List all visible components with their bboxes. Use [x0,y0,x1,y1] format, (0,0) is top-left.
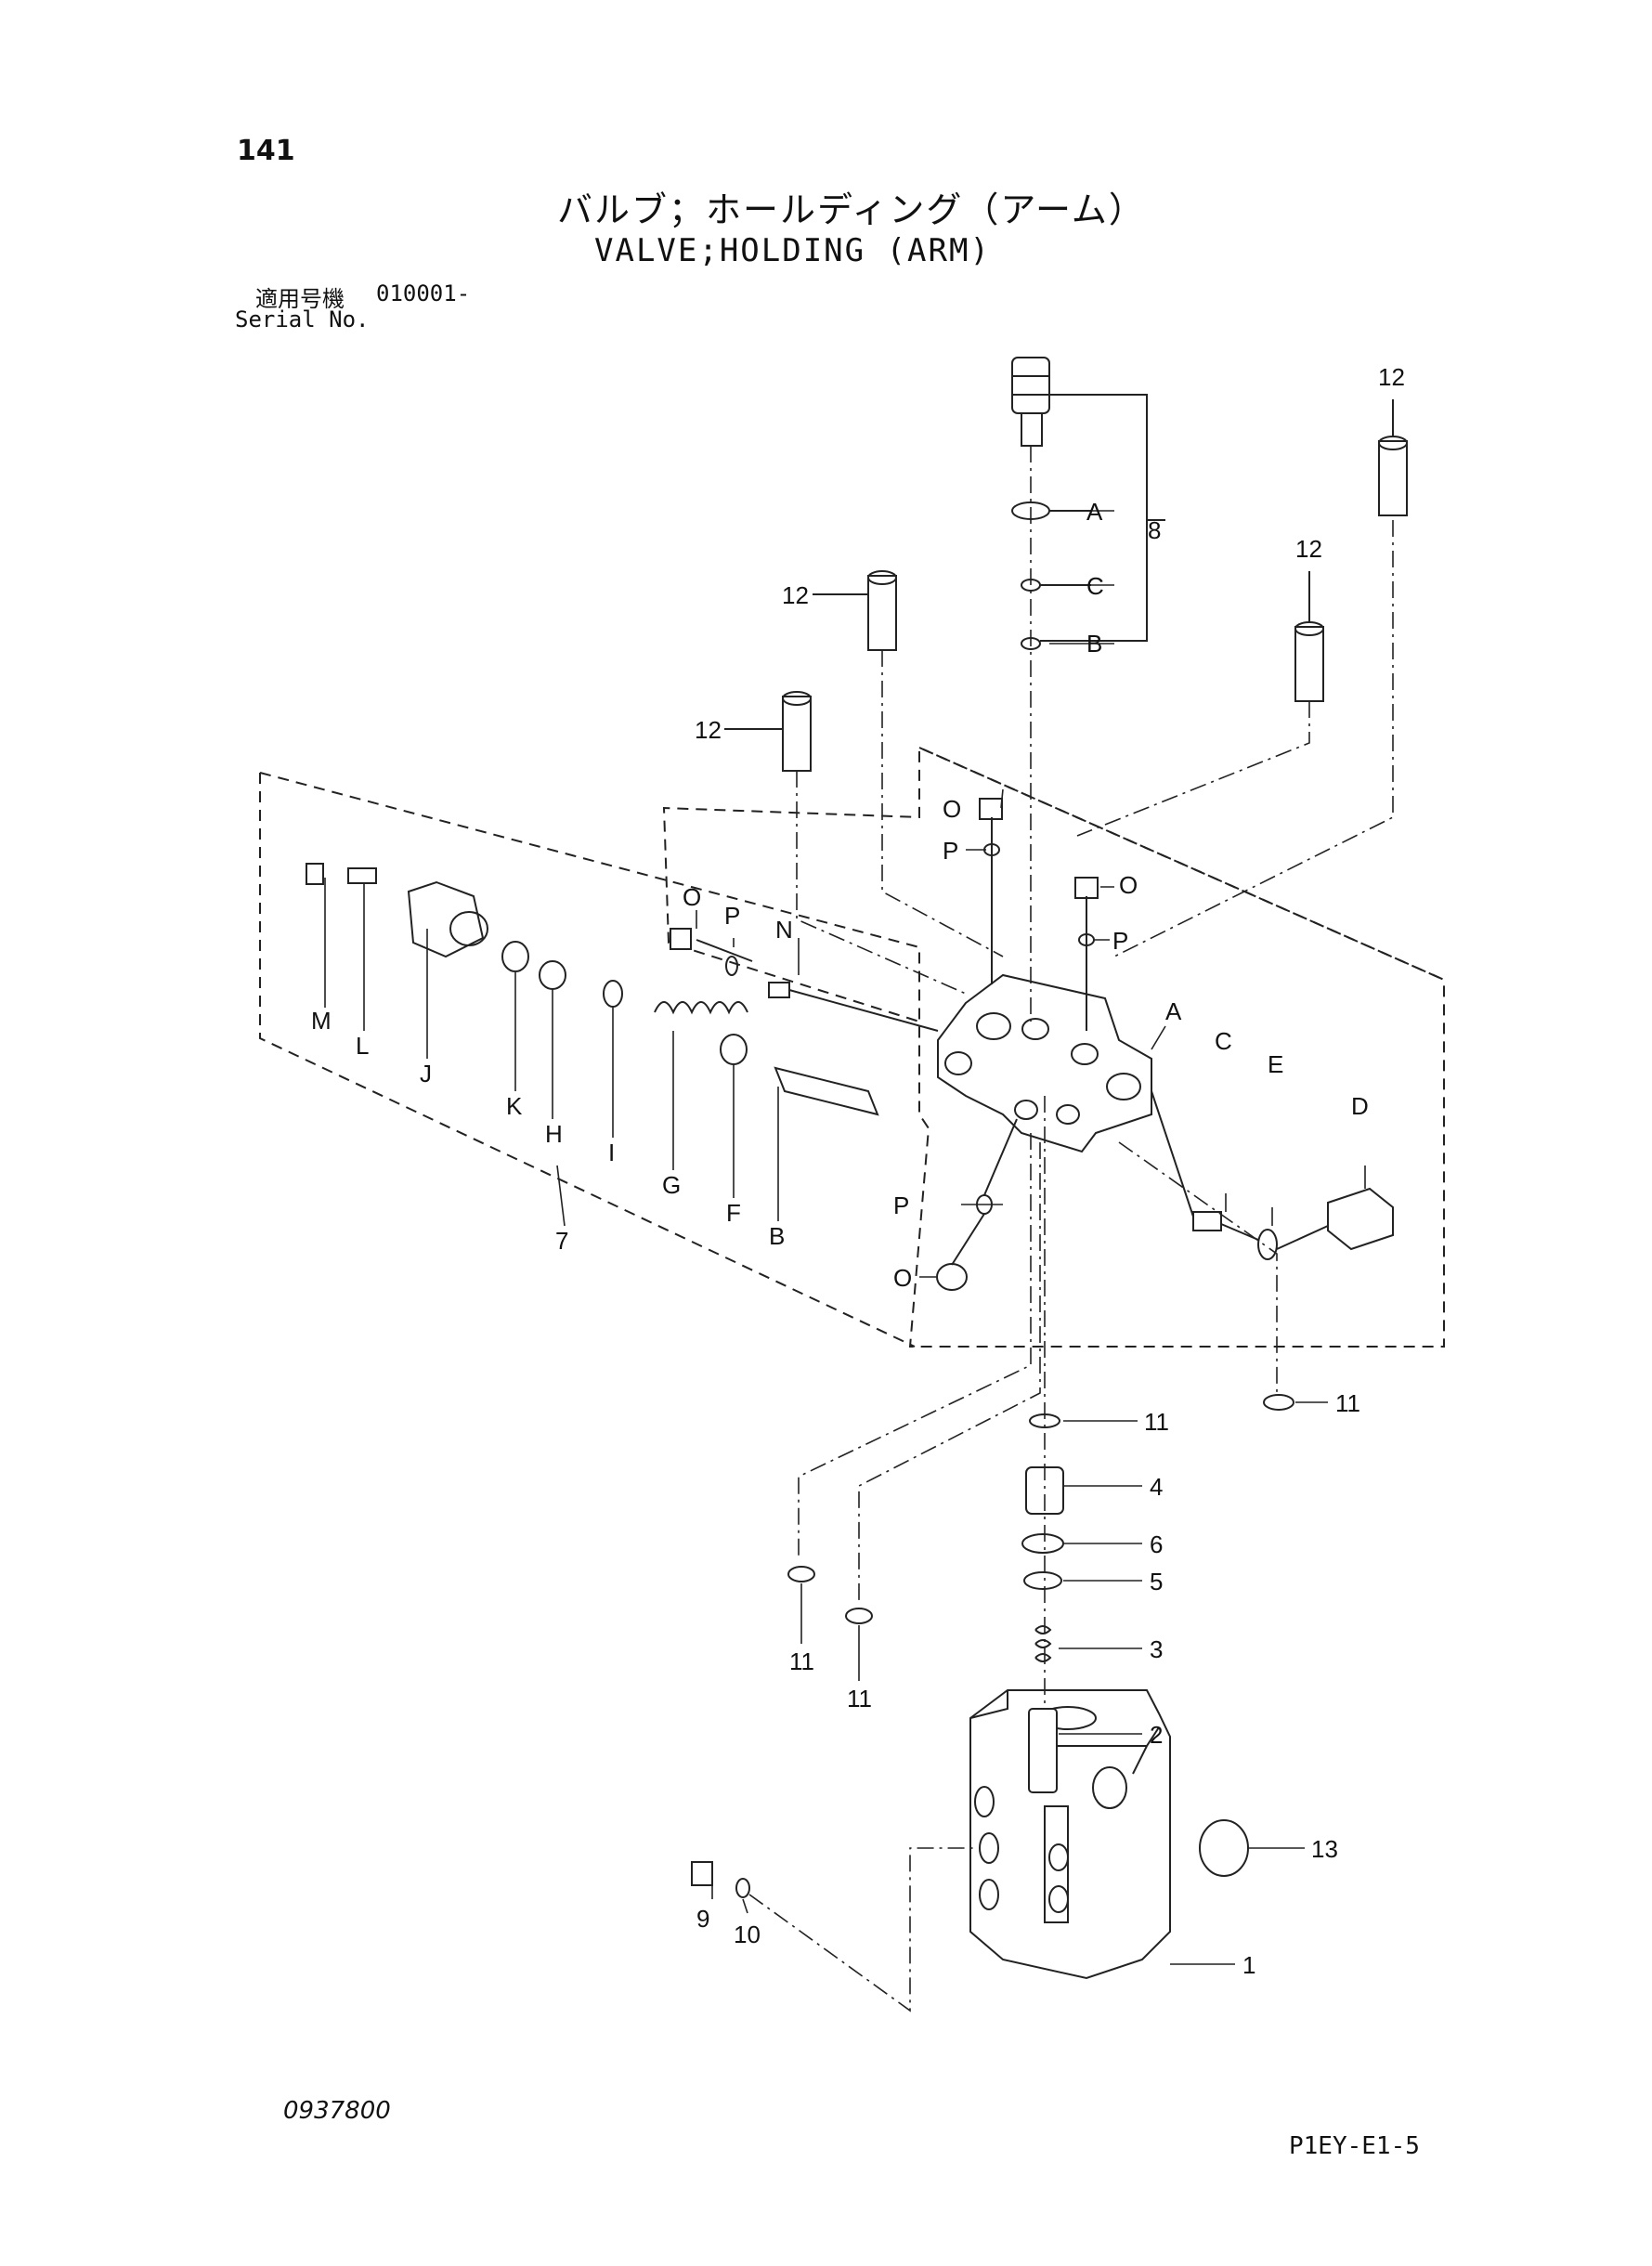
callout-L: L [356,1032,369,1060]
callout-1: 1 [1242,1951,1255,1979]
title-japanese: バルブ；ホールディング（アーム） [557,189,1146,230]
callout-J: J [420,1060,432,1087]
callout-E-right: E [1268,1050,1283,1078]
holding-valve-body [937,973,1152,1153]
callout-O3: O [1119,871,1138,899]
poppet-2 [1028,1708,1058,1793]
callout-2: 2 [1150,1721,1163,1749]
washer-F [720,1034,748,1065]
cap-J [407,880,488,958]
ring-11-right [1263,1394,1294,1411]
valve-body-1 [969,1689,1171,1980]
document-number: 0937800 [283,2097,391,2125]
callout-C-top: C [1086,572,1104,600]
bolt-12-b [782,691,812,772]
plug-M [306,863,324,885]
plug-O1 [670,928,692,950]
callout-K: K [506,1092,523,1120]
callout-O2: O [943,795,961,823]
callout-12-a: 12 [782,581,809,609]
callout-I: I [608,1139,615,1166]
callout-B-top: B [1086,630,1102,658]
ring-6 [1021,1533,1064,1554]
ring-I [603,980,623,1008]
relief-cartridge-8 [1011,357,1050,447]
assembly-7-boundary [259,746,1445,1348]
callout-11-top: 11 [1144,1408,1169,1436]
callout-3: 3 [1150,1635,1163,1663]
spring-G [654,1001,748,1015]
ring-P1 [725,956,738,976]
screw-L [347,867,377,884]
callout-N: N [775,916,793,944]
bolt-12-c [1294,621,1324,702]
spool-B [774,1066,879,1116]
callout-A-top: A [1086,498,1103,526]
oring-K [501,941,529,972]
bolt-12-a [867,570,897,651]
plug-N [768,982,790,998]
page-number: 141 [237,135,295,167]
title-english: VALVE;HOLDING (ARM) [594,232,991,269]
callout-P1: P [724,902,740,930]
callout-6: 6 [1150,1530,1163,1558]
callout-F: F [726,1199,741,1227]
callout-A-right: A [1165,997,1182,1025]
callout-M: M [311,1007,332,1035]
callout-G: G [662,1171,681,1199]
callout-11-mid: 11 [847,1685,872,1713]
callout-D-right: D [1351,1092,1369,1120]
callout-B-mid: B [769,1222,785,1250]
cap-D [1327,1187,1394,1251]
callout-P2: P [943,837,958,865]
callout-O4: O [893,1264,912,1292]
page-code: P1EY-E1-5 [1289,2132,1420,2160]
callout-5: 5 [1150,1568,1163,1595]
callout-H: H [545,1120,563,1148]
ring-11-mid [845,1608,873,1624]
oring-E [1257,1229,1278,1260]
serial-label-japanese: 適用号機 [255,286,345,312]
plug-C-right [1192,1211,1222,1231]
callout-9: 9 [696,1905,709,1933]
ring-10 [735,1878,750,1898]
callout-11-left: 11 [789,1647,814,1675]
plug-H [539,960,566,990]
plug-O3 [1074,877,1099,899]
serial-number: 010001- [376,280,471,306]
callout-P4: P [893,1192,909,1219]
plug-O2 [979,798,1003,820]
plug-O4 [936,1263,968,1291]
callout-7: 7 [555,1227,568,1255]
callout-C-right: C [1215,1027,1232,1055]
ring-11-left [787,1566,815,1582]
callout-4: 4 [1150,1473,1163,1501]
callout-P3: P [1112,927,1128,955]
callout-12-d: 12 [1378,363,1405,391]
oring-13 [1199,1819,1249,1877]
callout-12-b: 12 [695,716,722,744]
callout-10: 10 [734,1921,761,1948]
bolt-12-d [1378,436,1408,516]
ring-5 [1023,1571,1062,1590]
spring-3 [1034,1625,1052,1662]
callout-8: 8 [1148,516,1161,544]
serial-label-english: Serial No. [235,306,370,332]
callout-12-c: 12 [1295,535,1322,563]
plug-9 [691,1861,713,1886]
callout-11-right: 11 [1335,1389,1360,1417]
callout-O1: O [683,883,701,911]
callout-13: 13 [1311,1835,1338,1863]
